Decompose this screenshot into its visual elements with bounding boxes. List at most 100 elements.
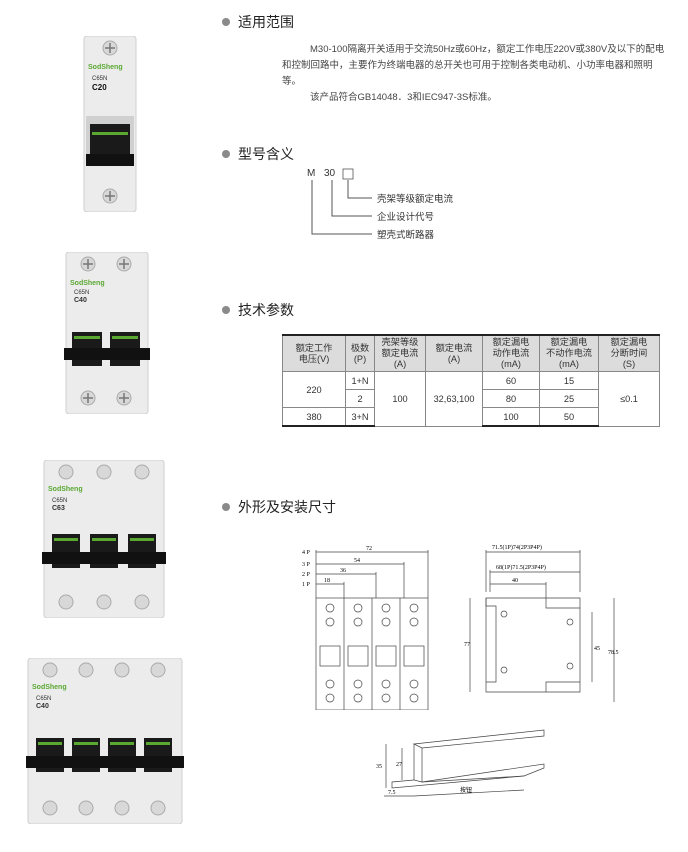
model-label-frame-current: 壳架等级额定电流 <box>377 194 454 205</box>
col-header-voltage: 额定工作电压(V) <box>282 334 346 372</box>
cell-rated-current: 32,63,100 <box>425 371 483 427</box>
header-text: (A) <box>393 359 407 369</box>
header-text: (P) <box>353 353 367 364</box>
header-text: 额定漏电 <box>492 337 530 347</box>
header-text: (A) <box>447 353 461 364</box>
pole-label: 4 P <box>302 550 311 556</box>
model-label-design-code: 企业设计代号 <box>377 212 435 223</box>
header-text: 极数 <box>350 342 370 353</box>
cell-poles: 1+N <box>345 371 375 390</box>
bullet-icon <box>222 306 230 314</box>
product-brand: SodSheng <box>48 486 83 493</box>
col-header-rated-current: 额定电流(A) <box>425 334 483 372</box>
col-header-frame-current: 壳架等级额定电流(A) <box>374 334 426 372</box>
dim-40: 40 <box>512 578 518 584</box>
model-code-letter: M <box>307 168 316 179</box>
product-rating: C20 <box>92 83 107 92</box>
product-image-3p: SodSheng C65N C63 <box>40 459 168 619</box>
cell-leak-nonop: 25 <box>539 389 599 408</box>
table-row: 2 80 25 <box>283 389 660 408</box>
header-text: (mA) <box>501 359 521 369</box>
col-header-poles: 极数(P) <box>345 334 375 372</box>
section-title: 技术参数 <box>238 302 294 318</box>
product-rating: C63 <box>52 505 65 512</box>
dim-7-5: 7.5 <box>388 790 396 796</box>
cell-break-time: ≤0.1 <box>598 371 660 427</box>
bullet-icon <box>222 503 230 511</box>
header-text: 动作电流 <box>492 348 530 358</box>
scope-standard: 该产品符合GB14048．3和IEC947-3S标准。 <box>310 92 497 103</box>
section-heading-dims: 外形及安装尺寸 <box>222 497 336 517</box>
header-text: 壳架等级 <box>381 337 419 347</box>
dim-body-depth: 68(1P)71.5(2P3P4P) <box>496 564 546 571</box>
cell-poles: 2 <box>345 389 375 408</box>
width-label: 72 <box>366 546 372 552</box>
cell-frame-current: 100 <box>374 371 426 427</box>
header-text: 不动作电流 <box>546 348 592 358</box>
pole-label: 3 P <box>302 562 311 568</box>
front-view-drawing: 4 P 3 P 2 P 1 P 72 54 36 18 <box>302 546 429 710</box>
side-view-drawing: 71.5(1P)74(2P3P4P) 68(1P)71.5(2P3P4P) 40… <box>464 544 619 702</box>
product-model: C65N <box>74 290 90 296</box>
section-heading-scope: 适用范围 <box>222 12 294 32</box>
header-text: 额定工作 <box>295 342 333 353</box>
width-label: 18 <box>324 578 330 584</box>
section-title: 型号含义 <box>238 146 294 162</box>
product-brand: SodSheng <box>70 280 105 287</box>
cell-leak-nonop: 15 <box>539 371 599 390</box>
cell-voltage-220: 220 <box>282 371 346 408</box>
product-rating: C40 <box>36 703 49 710</box>
product-model: C65N <box>52 498 68 504</box>
dim-overall-depth: 71.5(1P)74(2P3P4P) <box>492 544 542 551</box>
product-brand: SodSheng <box>88 64 123 71</box>
product-model: C65N <box>92 76 108 82</box>
header-text: 额定漏电 <box>550 337 588 347</box>
col-header-leak-op: 额定漏电动作电流(mA) <box>482 334 540 372</box>
table-row: 380 3+N 100 50 <box>282 407 660 427</box>
rail-label: 按钮 <box>460 786 472 794</box>
product-rating: C40 <box>74 297 87 304</box>
cell-leak-nonop: 50 <box>539 407 599 427</box>
bullet-icon <box>222 150 230 158</box>
product-brand: SodSheng <box>32 684 67 691</box>
header-text: 分断时间 <box>610 348 648 358</box>
dim-78-5: 78.5 <box>608 650 619 656</box>
scope-paragraph: M30-100隔离开关适用于交流50Hz或60Hz，额定工作电压220V或380… <box>282 44 665 87</box>
model-code-box <box>342 168 354 180</box>
pole-label: 1 P <box>302 582 311 588</box>
product-image-1p: SodSheng C65N C20 <box>80 35 140 213</box>
header-text: (mA) <box>559 359 579 369</box>
header-text: (S) <box>622 359 636 369</box>
cell-leak-op: 60 <box>482 371 540 390</box>
col-header-break-time: 额定漏电分断时间(S) <box>598 334 660 372</box>
width-label: 54 <box>354 558 360 564</box>
bullet-icon <box>222 18 230 26</box>
dim-27: 27 <box>396 762 402 768</box>
model-label-breaker-type: 塑壳式断路器 <box>377 230 435 241</box>
dim-35: 35 <box>376 764 382 770</box>
product-image-4p: SodSheng C65N C40 <box>24 657 186 825</box>
table-row: 220 1+N 100 32,63,100 60 15 ≤0.1 <box>282 371 660 427</box>
product-model: C65N <box>36 696 52 702</box>
product-image-2p: SodSheng C65N C40 <box>62 251 152 415</box>
cell-leak-op: 100 <box>482 407 540 427</box>
model-code-number: 30 <box>324 168 336 179</box>
dim-45: 45 <box>594 646 600 652</box>
section-title: 适用范围 <box>238 14 294 30</box>
cell-voltage-380: 380 <box>282 407 346 427</box>
model-code-diagram <box>311 168 372 235</box>
header-text: 电压(V) <box>298 353 330 364</box>
pole-label: 2 P <box>302 572 311 578</box>
col-header-leak-nonop: 额定漏电不动作电流(mA) <box>539 334 599 372</box>
din-rail-drawing: 35 27 7.5 按钮 <box>376 729 545 797</box>
header-text: 额定电流 <box>435 342 473 353</box>
header-text: 额定电流 <box>381 348 419 358</box>
spec-table: 额定工作电压(V) 极数(P) 壳架等级额定电流(A) 额定电流(A) 额定漏电… <box>282 334 660 427</box>
cell-leak-op: 80 <box>482 389 540 408</box>
dim-77: 77 <box>464 642 470 648</box>
cell-poles: 3+N <box>345 407 375 427</box>
section-title: 外形及安装尺寸 <box>238 499 336 515</box>
header-text: 额定漏电 <box>610 337 648 347</box>
scope-text: M30-100隔离开关适用于交流50Hz或60Hz，额定工作电压220V或380… <box>282 42 670 106</box>
section-heading-model: 型号含义 <box>222 144 294 164</box>
